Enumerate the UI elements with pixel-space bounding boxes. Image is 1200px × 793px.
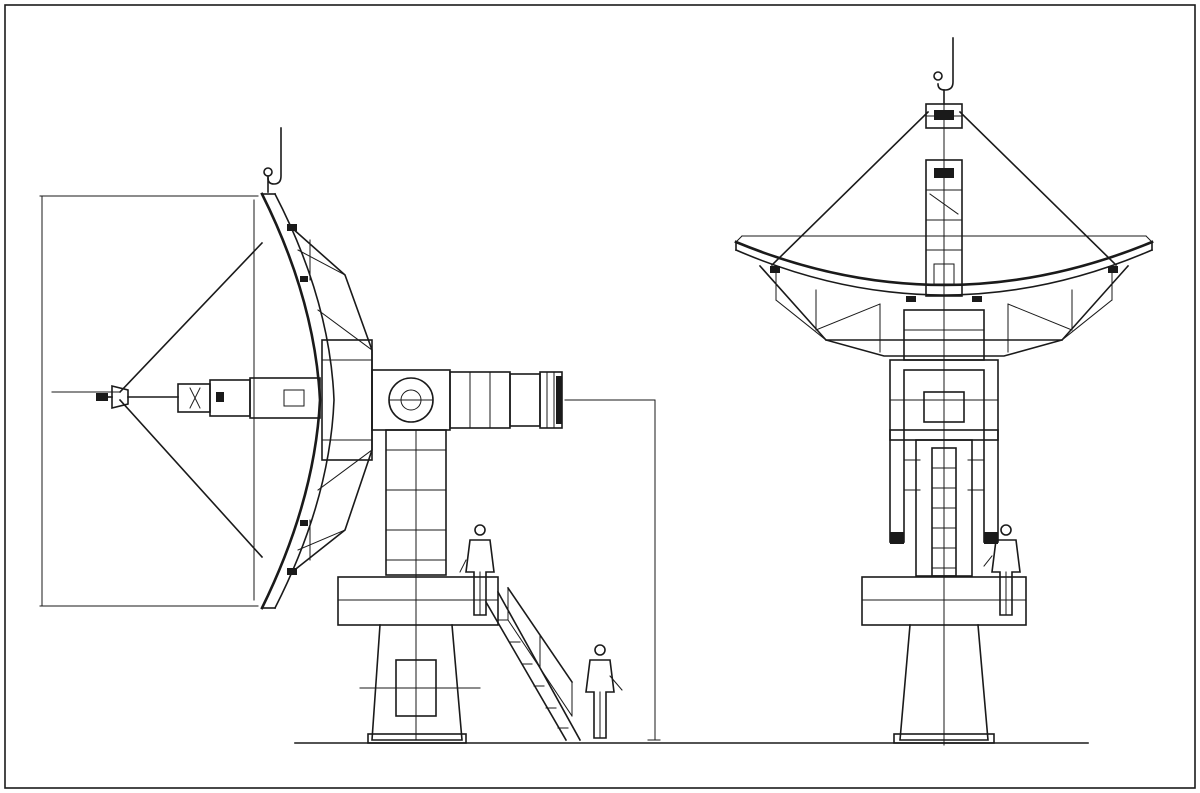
person-on-ground	[585, 644, 623, 739]
front-yoke	[889, 359, 999, 544]
side-feed-horn	[127, 377, 321, 419]
drawing-border	[4, 4, 1196, 789]
front-feed-struts	[770, 110, 1118, 267]
person-front-platform	[983, 524, 1021, 616]
side-view	[39, 127, 661, 744]
side-dimension-lines	[39, 195, 259, 607]
front-subreflector	[925, 103, 963, 129]
height-dimension-line	[564, 399, 661, 741]
side-feed-struts	[118, 199, 264, 601]
side-subreflector	[96, 384, 129, 410]
front-dish-reflector	[734, 235, 1154, 357]
front-lifting-hook	[933, 37, 954, 105]
side-dish-reflector	[260, 192, 373, 610]
side-lifting-hook	[263, 127, 282, 193]
side-staircase	[484, 586, 582, 742]
front-view	[734, 37, 1154, 746]
front-pedestal	[861, 439, 1027, 744]
person-on-platform	[459, 524, 495, 616]
side-elevation-gearbox	[371, 369, 563, 431]
side-pedestal	[337, 429, 499, 744]
